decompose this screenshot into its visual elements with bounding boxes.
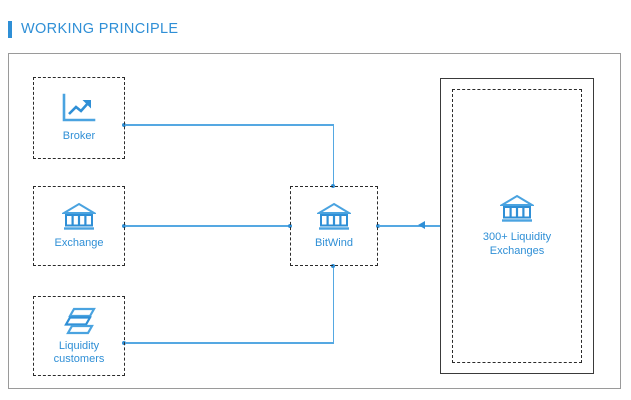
node-bitwind-label: BitWind (315, 237, 353, 249)
connector-dot-bitwind-bottom (331, 264, 336, 269)
connector-exchanges-horizontal (379, 225, 452, 227)
connector-broker-vertical (332, 124, 335, 186)
connector-dot-bitwind-right (376, 223, 381, 228)
page-title: WORKING PRINCIPLE (8, 19, 178, 39)
node-bitwind[interactable]: BitWind (290, 186, 378, 266)
bank-icon (498, 194, 536, 224)
node-liquidity-exchanges-label: 300+ Liquidity Exchanges (482, 231, 552, 257)
connector-liquidity-vertical (332, 266, 335, 343)
bank-icon (60, 202, 98, 232)
liquidity-exchanges-panel (440, 78, 594, 374)
node-broker-label: Broker (62, 130, 96, 142)
node-liquidity-customers[interactable]: Liquidity customers (33, 296, 125, 376)
arrow-left-icon (418, 221, 425, 230)
node-exchange[interactable]: Exchange (33, 186, 125, 266)
title-accent-bar (8, 20, 12, 38)
connector-exchange-horizontal (125, 225, 290, 227)
node-exchange-label: Exchange (54, 237, 104, 249)
connector-broker-horizontal (125, 124, 334, 126)
page-title-text: WORKING PRINCIPLE (21, 20, 179, 37)
connector-liquidity-horizontal (125, 342, 334, 344)
stacked-layers-icon (62, 307, 96, 335)
node-liquidity-exchanges[interactable]: 300+ Liquidity Exchanges (452, 89, 582, 363)
chart-trending-up-icon (61, 93, 97, 125)
node-liquidity-customers-label: Liquidity customers (53, 339, 105, 365)
bank-icon (315, 202, 353, 232)
node-broker[interactable]: Broker (33, 77, 125, 159)
